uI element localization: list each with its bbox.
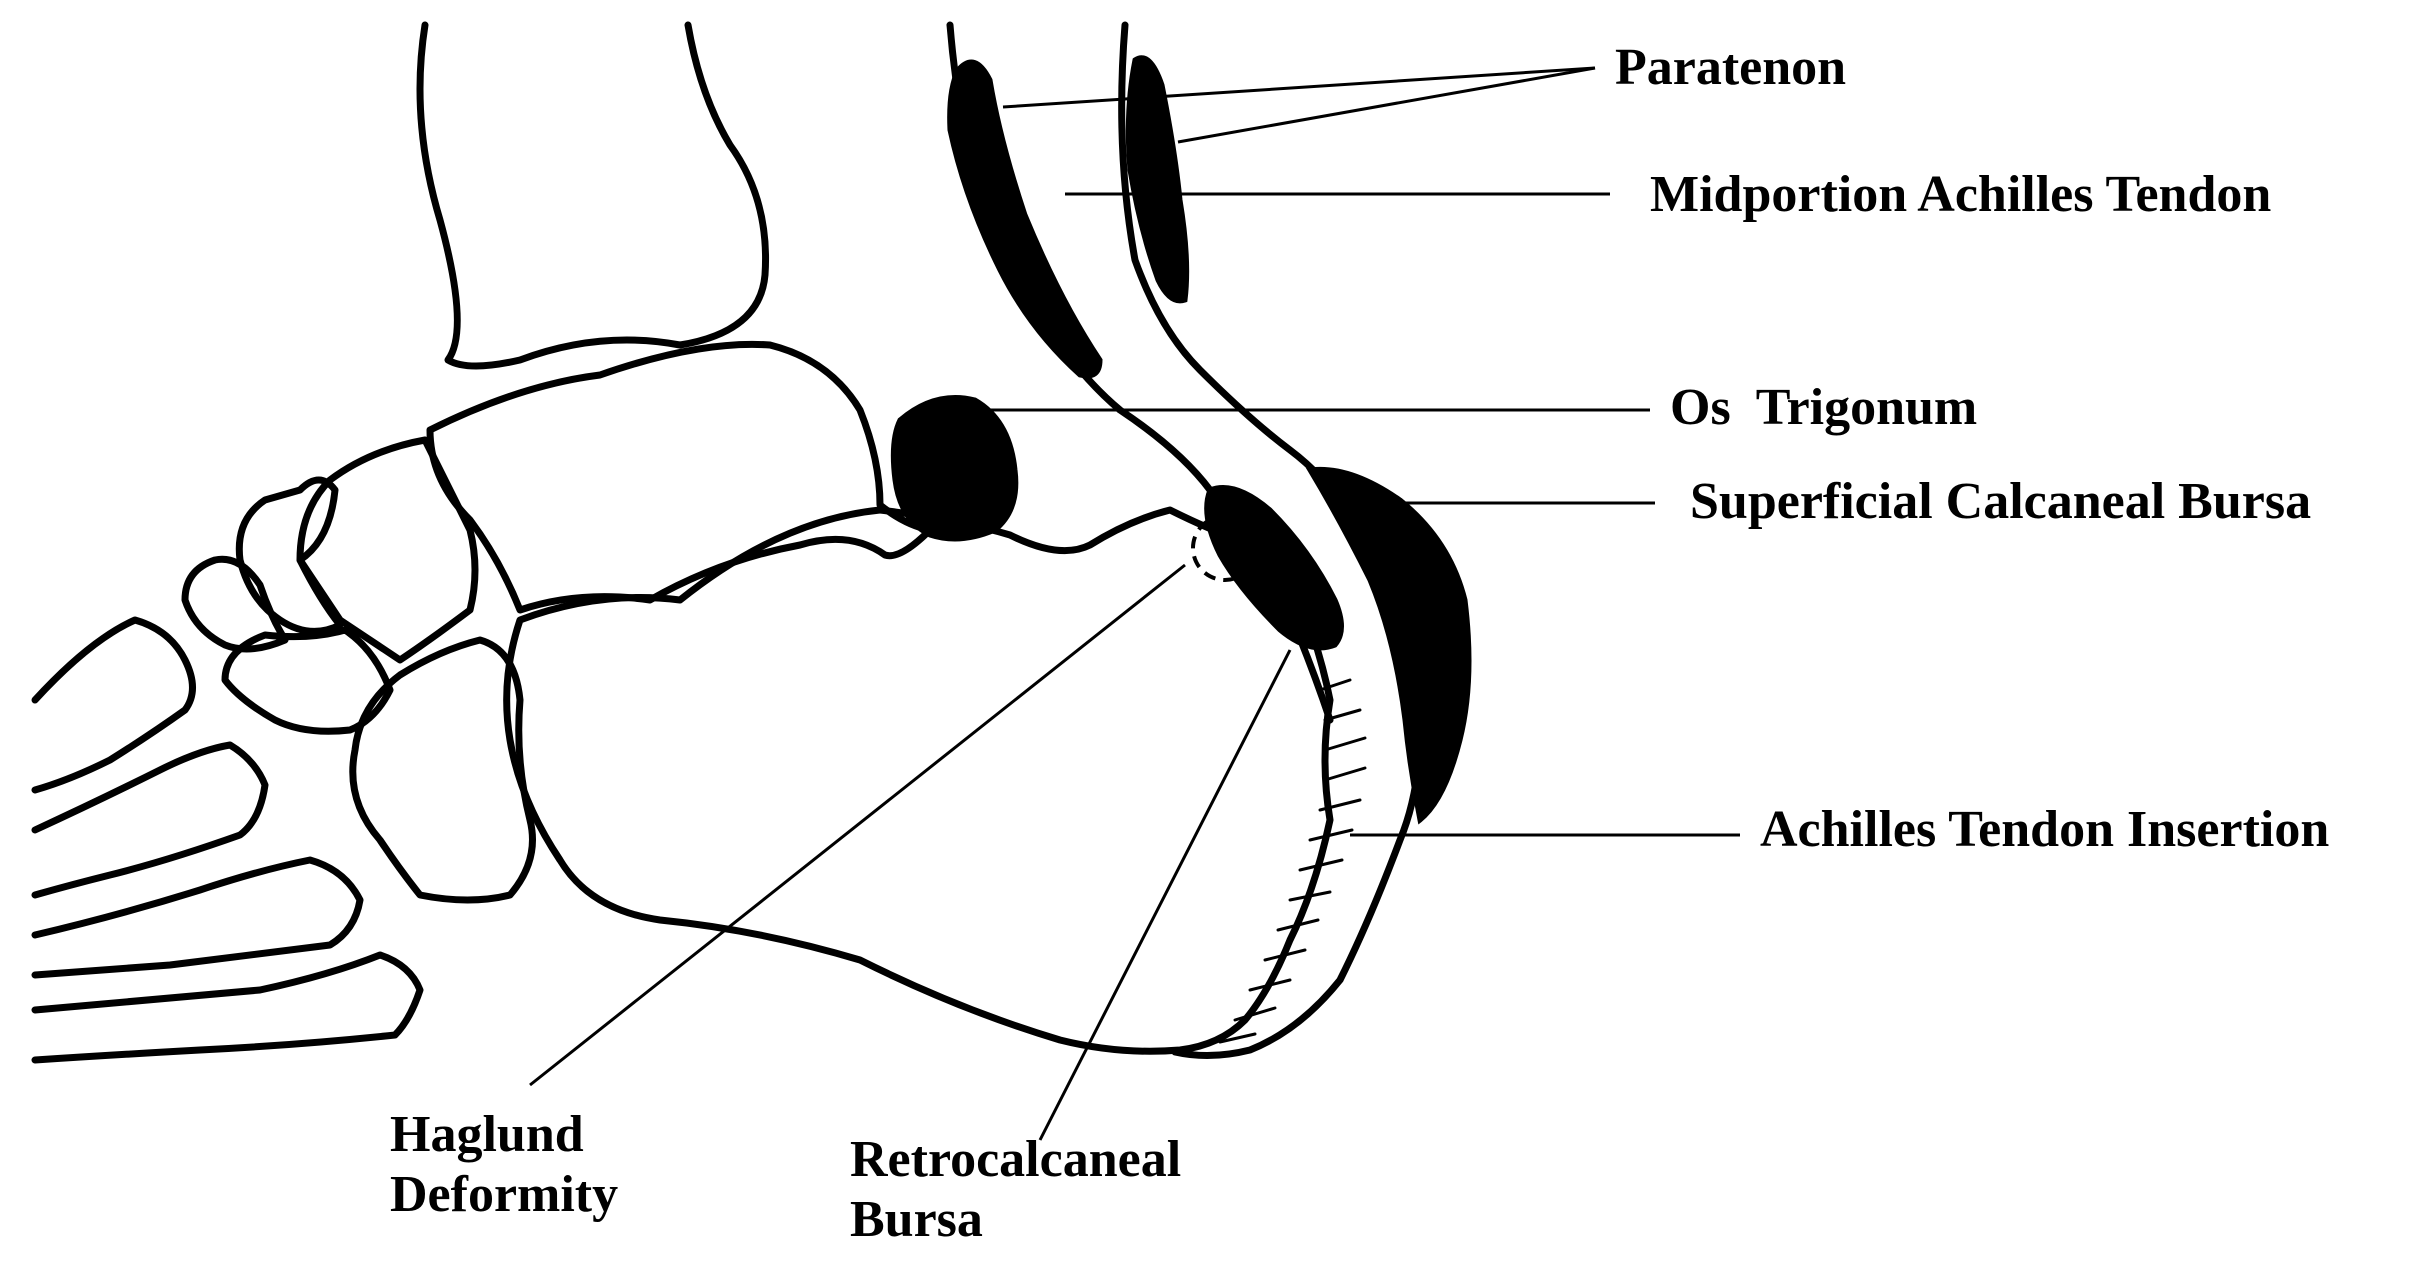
retrocalcaneal-bursa xyxy=(1204,485,1344,651)
superficial-calcaneal-bursa xyxy=(1305,466,1472,825)
label-haglund-deformity: Haglund Deformity xyxy=(390,1105,618,1225)
metatarsal-4 xyxy=(31,951,424,1064)
metatarsal-1 xyxy=(31,616,196,794)
tibia-outline xyxy=(416,21,770,370)
calcaneus-outline xyxy=(503,506,1334,1055)
metatarsal-2 xyxy=(31,741,269,899)
cuneiform-medial xyxy=(235,476,344,635)
talus-outline xyxy=(426,340,934,614)
label-superficial-calcaneal-bursa: Superficial Calcaneal Bursa xyxy=(1690,473,2312,530)
label-retro-line2: Bursa xyxy=(850,1191,983,1248)
label-retrocalcaneal-bursa: Retrocalcaneal Bursa xyxy=(850,1130,1181,1250)
leader-paratenon-b xyxy=(1177,66,1596,144)
cuneiform-lateral xyxy=(221,626,394,735)
label-paratenon: Paratenon xyxy=(1615,39,1847,96)
label-haglund-line2: Deformity xyxy=(390,1166,619,1223)
metatarsal-3 xyxy=(31,856,364,979)
leader-haglund xyxy=(529,563,1186,1087)
paratenon-anterior xyxy=(947,59,1103,379)
insertion-hatch xyxy=(1218,678,1367,1044)
cuneiform-intermediate xyxy=(181,555,289,653)
label-retro-line1: Retrocalcaneal xyxy=(850,1131,1182,1188)
leader-retrocalcaneal xyxy=(1038,649,1292,1141)
leader-paratenon-a xyxy=(1002,66,1596,109)
label-achilles-tendon-insertion: Achilles Tendon Insertion xyxy=(1760,801,2330,858)
os-trigonum xyxy=(890,395,1019,542)
label-haglund-line1: Haglund xyxy=(390,1106,584,1163)
navicular-outline xyxy=(296,436,479,664)
cuboid-outline xyxy=(349,636,536,904)
label-os-trigonum: Os Trigonum xyxy=(1670,379,1978,436)
haglund-marker-circle xyxy=(1191,514,1259,582)
label-midportion-achilles-tendon: Midportion Achilles Tendon xyxy=(1650,166,2272,223)
